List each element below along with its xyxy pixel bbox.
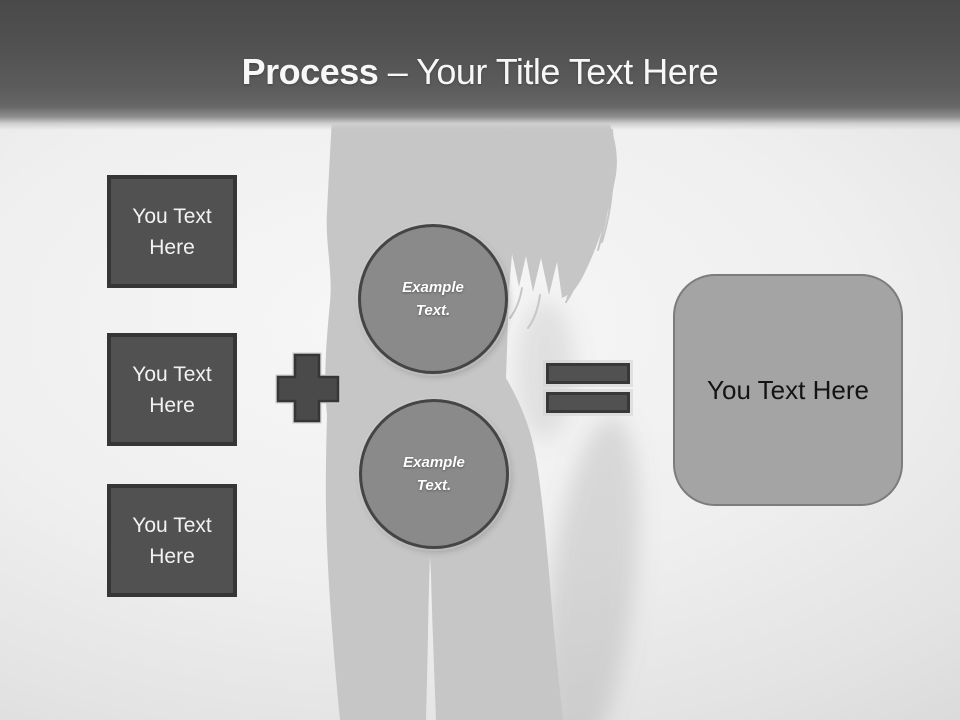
slide-title[interactable]: Process – Your Title Text Here xyxy=(0,52,960,92)
input-box-3-label: You Text Here xyxy=(132,513,212,568)
input-box-2[interactable]: You Text Here xyxy=(107,333,237,446)
equals-bar-bottom xyxy=(546,392,630,413)
title-bar: Process – Your Title Text Here xyxy=(0,0,960,130)
example-circle-1[interactable]: Example Text. xyxy=(358,224,508,374)
hair-strand-wisps xyxy=(509,106,615,329)
input-box-3[interactable]: You Text Here xyxy=(107,484,237,597)
input-box-1-label: You Text Here xyxy=(132,204,212,259)
result-box-label: You Text Here xyxy=(707,374,869,405)
plus-icon xyxy=(274,351,342,425)
equals-bar-top xyxy=(546,363,630,384)
input-box-1[interactable]: You Text Here xyxy=(107,175,237,288)
example-circle-2-label: Example Text. xyxy=(403,454,465,494)
slide-title-keyword: Process xyxy=(241,51,379,92)
result-box[interactable]: You Text Here xyxy=(673,274,903,506)
example-circle-2[interactable]: Example Text. xyxy=(359,399,509,549)
equals-icon xyxy=(546,361,630,415)
slide-title-subtitle: – Your Title Text Here xyxy=(387,51,719,92)
example-circle-1-label: Example Text. xyxy=(402,279,464,319)
input-box-2-label: You Text Here xyxy=(132,362,212,417)
